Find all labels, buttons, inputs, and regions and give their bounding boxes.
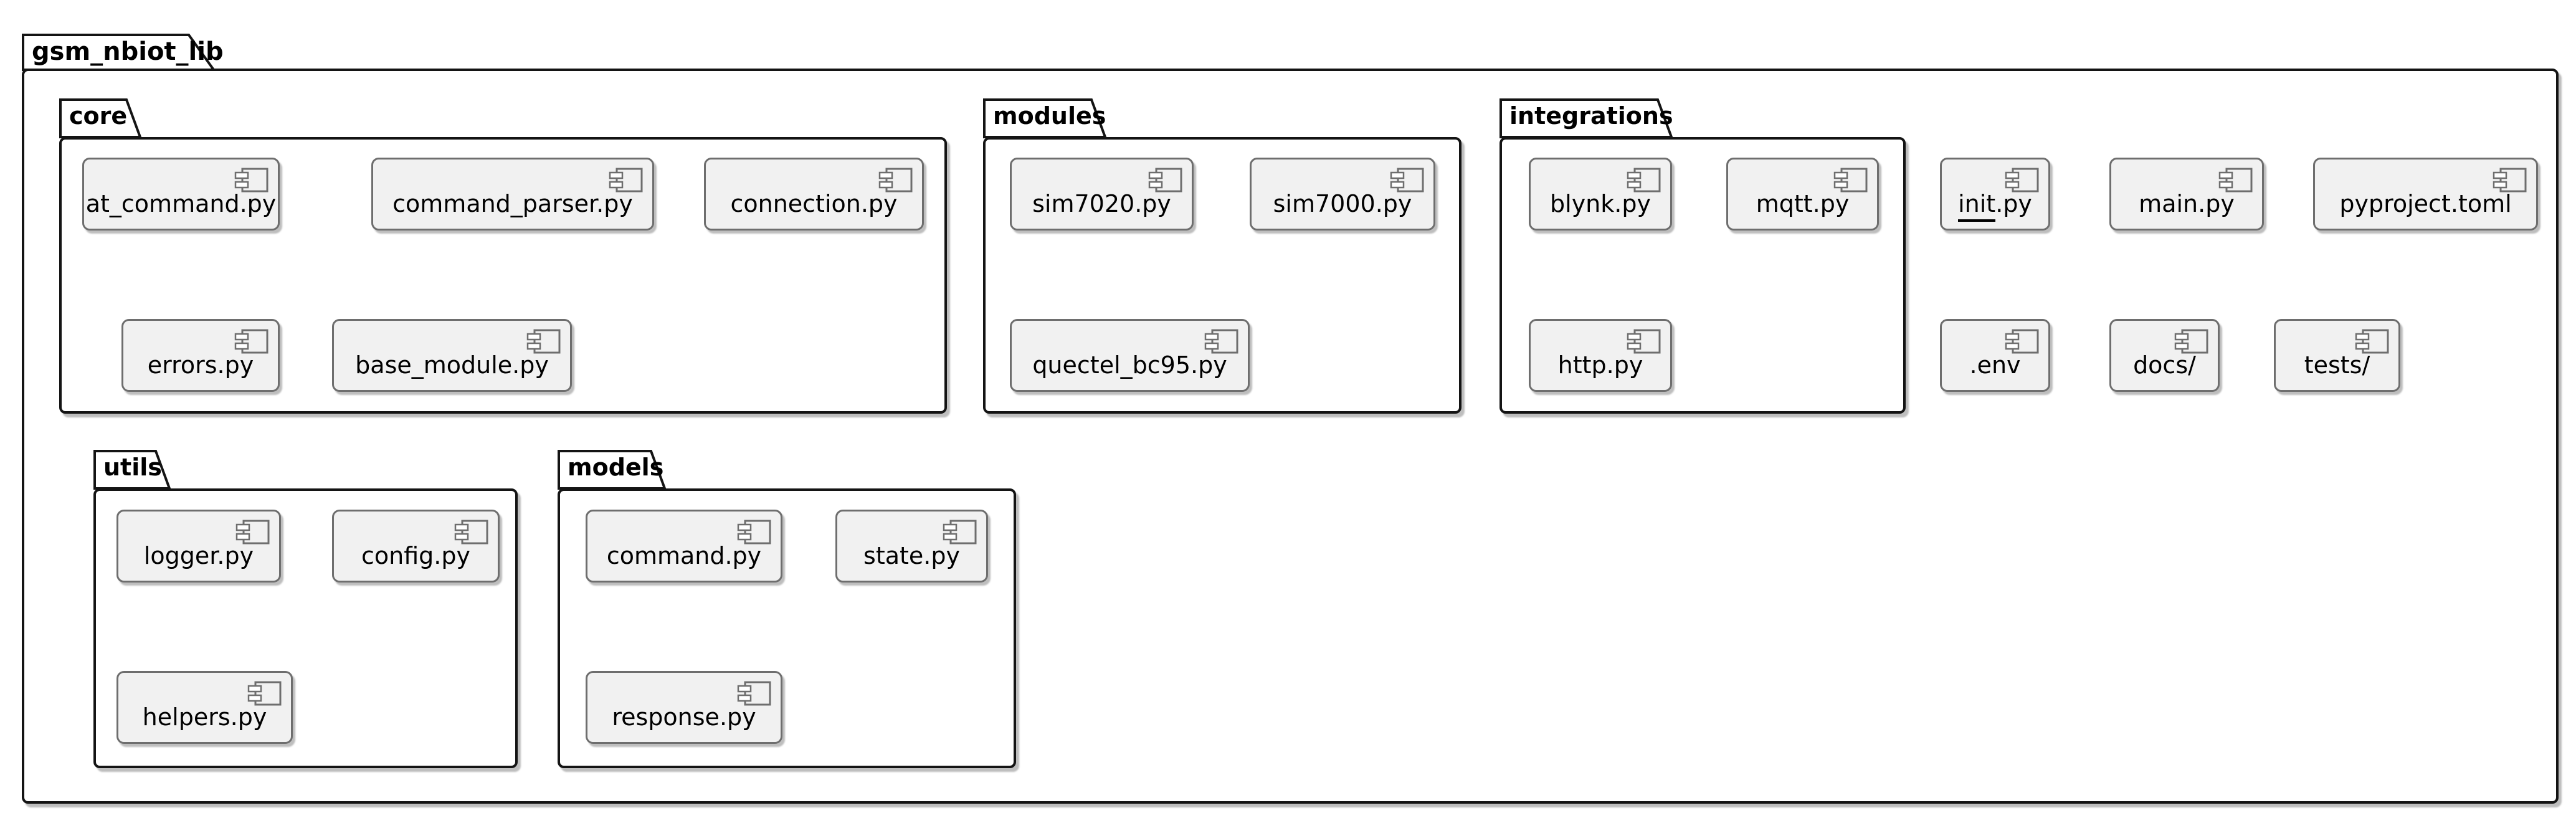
component-pyproject-toml: pyproject.toml — [2313, 158, 2538, 231]
component-errors-py: errors.py — [121, 319, 280, 392]
component-connection-py: connection.py — [704, 158, 924, 231]
package-label: modules — [993, 102, 1106, 130]
component-icon — [2355, 329, 2389, 354]
component-label: command_parser.py — [392, 190, 633, 217]
component-icon — [737, 520, 771, 545]
component-init-py: init.py — [1940, 158, 2050, 231]
component-label: state.py — [863, 542, 960, 569]
component-http-py: http.py — [1529, 319, 1672, 392]
component-icon — [1833, 168, 1868, 193]
label-tail: .py — [1995, 190, 2032, 217]
component-icon — [235, 520, 270, 545]
component-label: connection.py — [730, 190, 898, 217]
component-logger-py: logger.py — [116, 510, 281, 583]
component-icon — [1148, 168, 1182, 193]
package-tab-core: core — [59, 98, 143, 138]
component-icon — [1204, 329, 1238, 354]
component-icon — [737, 681, 771, 706]
component-command-py: command.py — [586, 510, 782, 583]
package-label: integrations — [1509, 102, 1673, 130]
component-icon — [234, 168, 269, 193]
folder-tab-shape — [1499, 98, 1673, 138]
component-blynk-py: blynk.py — [1529, 158, 1672, 231]
component-icon — [943, 520, 977, 545]
component-label: quectel_bc95.py — [1032, 351, 1227, 379]
component-icon — [526, 329, 561, 354]
folder-tab-shape — [93, 450, 171, 490]
component-dotenv: .env — [1940, 319, 2050, 392]
package-label: core — [69, 102, 128, 130]
component-icon — [2218, 168, 2253, 193]
package-tab-models: models — [558, 450, 667, 490]
component-label: tests/ — [2304, 351, 2370, 379]
folder-tab-shape — [22, 34, 216, 71]
component-label: base_module.py — [355, 351, 549, 379]
folder-tab-shape — [983, 98, 1107, 138]
component-icon — [454, 520, 488, 545]
component-label: pyproject.toml — [2339, 190, 2512, 217]
component-sim7020-py: sim7020.py — [1010, 158, 1194, 231]
component-icon — [2005, 329, 2039, 354]
component-config-py: config.py — [332, 510, 500, 583]
package-tab-gsm_nbiot_lib: gsm_nbiot_lib — [22, 34, 224, 71]
package-tab-integrations: integrations — [1499, 98, 1674, 138]
component-label: docs/ — [2133, 351, 2196, 379]
component-label: main.py — [2139, 190, 2235, 217]
component-label: config.py — [361, 542, 470, 569]
component-label: errors.py — [147, 351, 254, 379]
folder-tab-shape — [59, 98, 142, 138]
component-state-py: state.py — [835, 510, 988, 583]
underlined-text: init — [1958, 190, 1996, 222]
component-label: response.py — [612, 703, 756, 731]
component-icon — [1390, 168, 1424, 193]
component-at_command-py: at_command.py — [82, 158, 280, 231]
component-label: sim7000.py — [1273, 190, 1412, 217]
component-label: mqtt.py — [1756, 190, 1850, 217]
component-label: command.py — [606, 542, 762, 569]
component-main-py: main.py — [2109, 158, 2264, 231]
component-icon — [2174, 329, 2208, 354]
folder-tab-shape — [558, 450, 667, 490]
component-label: logger.py — [143, 542, 254, 569]
component-helpers-py: helpers.py — [116, 671, 293, 744]
component-icon — [878, 168, 913, 193]
component-command_parser-py: command_parser.py — [371, 158, 654, 231]
component-base_module-py: base_module.py — [332, 319, 572, 392]
package-label: utils — [103, 454, 162, 481]
package-tab-utils: utils — [93, 450, 172, 490]
component-label: helpers.py — [142, 703, 267, 731]
component-quectel_bc95-py: quectel_bc95.py — [1010, 319, 1250, 392]
package-title: gsm_nbiot_lib — [32, 37, 224, 66]
component-label: http.py — [1557, 351, 1643, 379]
component-icon — [247, 681, 282, 706]
component-label: .env — [1969, 351, 2021, 379]
component-sim7000-py: sim7000.py — [1250, 158, 1435, 231]
component-response-py: response.py — [586, 671, 782, 744]
package-label: models — [568, 454, 664, 481]
component-icon — [609, 168, 643, 193]
component-label: blynk.py — [1550, 190, 1651, 217]
component-docs-folder: docs/ — [2109, 319, 2220, 392]
component-tests-folder: tests/ — [2274, 319, 2400, 392]
component-icon — [2493, 168, 2527, 193]
component-label: init.py — [1942, 190, 2048, 222]
component-label: sim7020.py — [1032, 190, 1171, 217]
component-icon — [234, 329, 269, 354]
component-icon — [2005, 168, 2039, 193]
component-mqtt-py: mqtt.py — [1726, 158, 1879, 231]
component-icon — [1627, 168, 1661, 193]
component-label: at_command.py — [85, 190, 277, 217]
component-icon — [1627, 329, 1661, 354]
package-tab-modules: modules — [983, 98, 1108, 138]
